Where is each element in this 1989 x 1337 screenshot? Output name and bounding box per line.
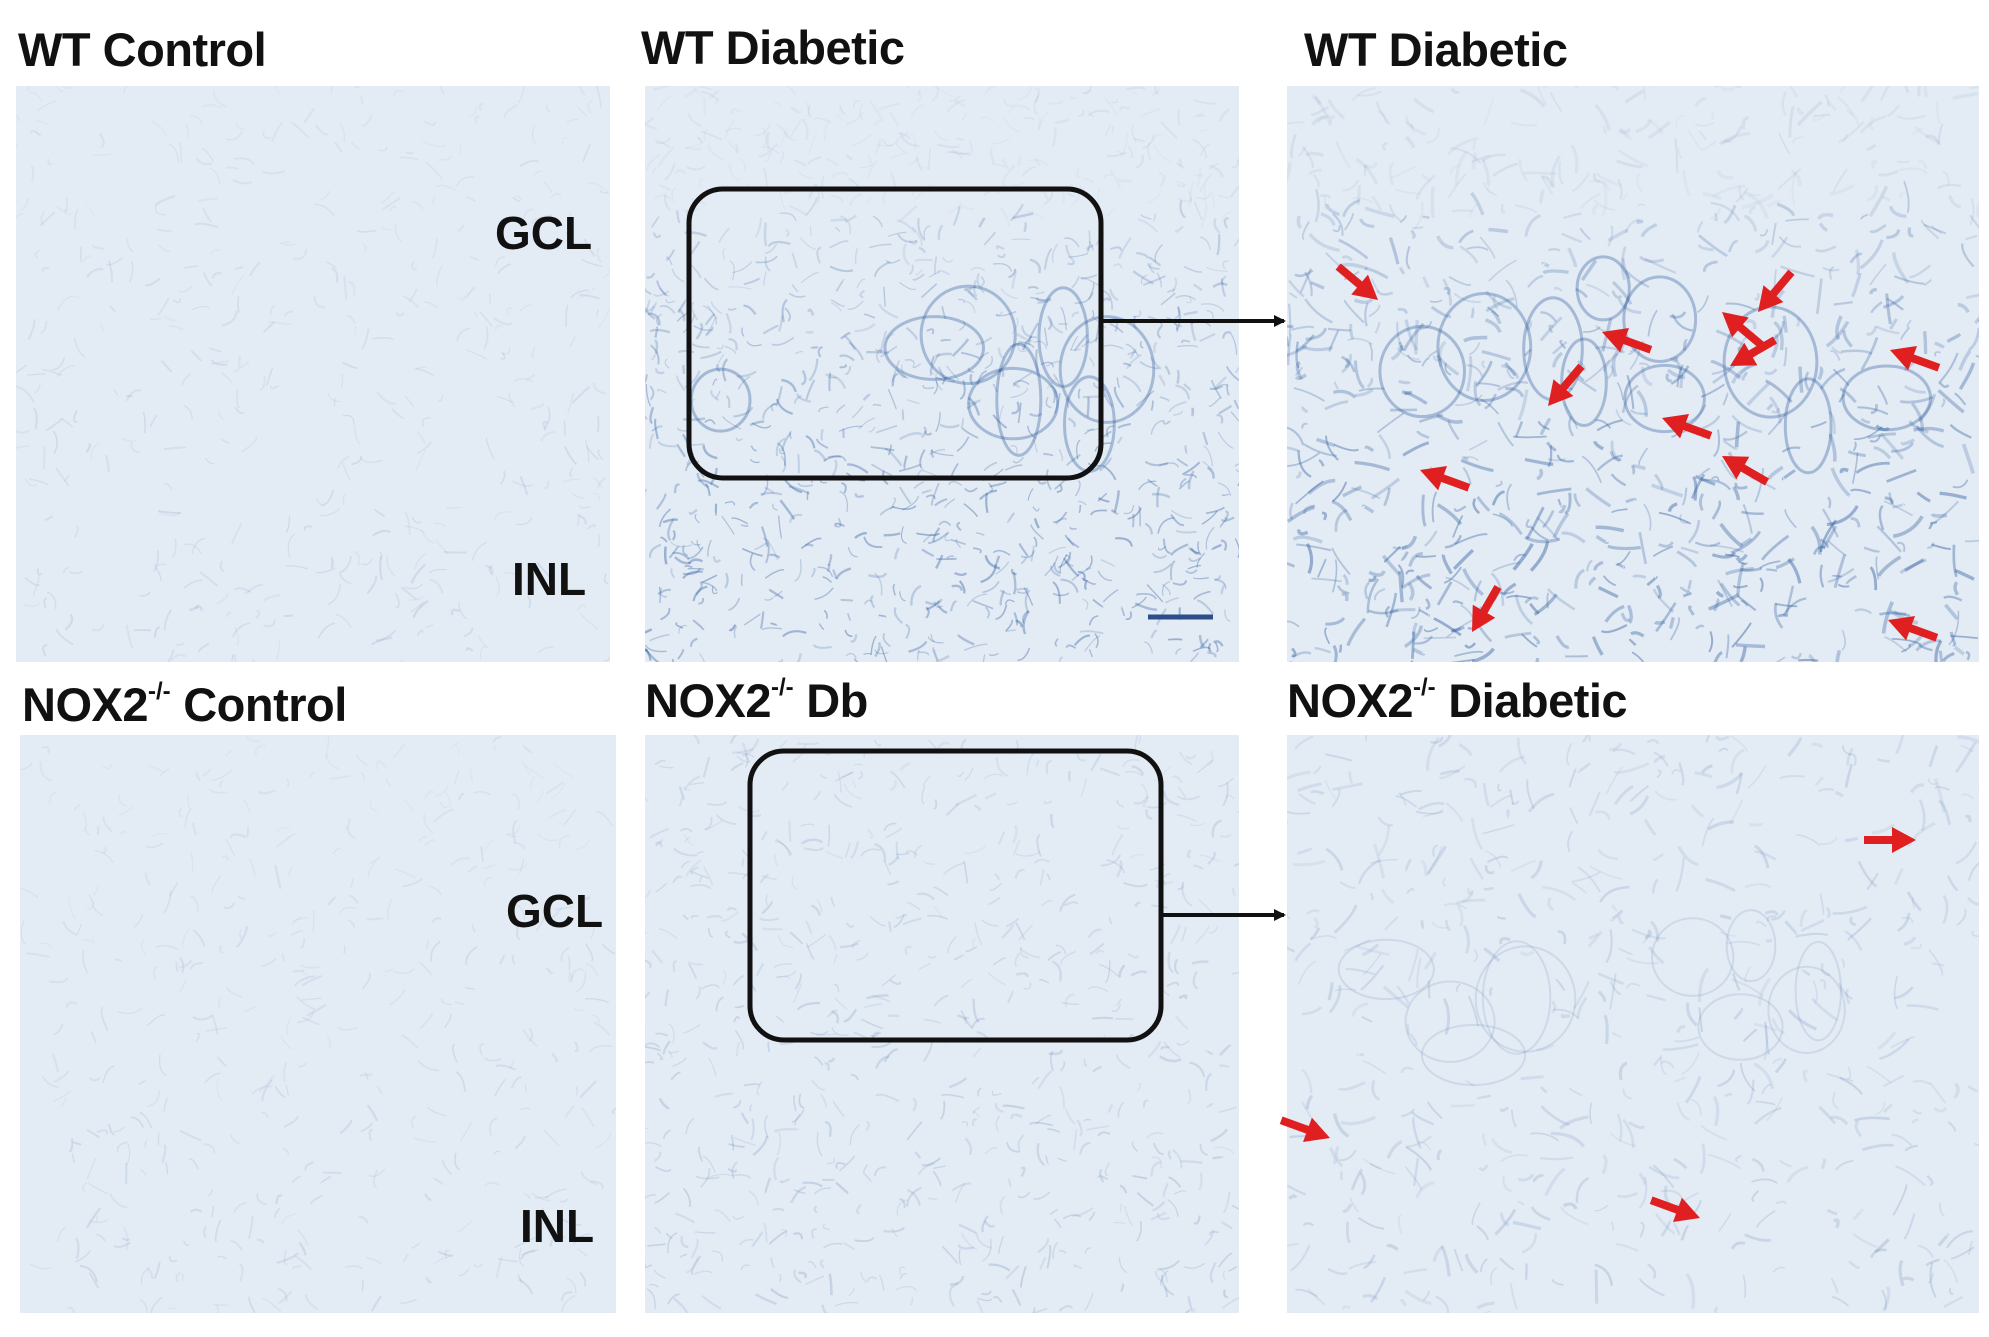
tissue-background	[20, 735, 616, 1313]
panel-title-nox2-db: NOX2-/- Db	[645, 674, 868, 727]
tissue-background	[645, 735, 1239, 1313]
panel-title-wt-control: WT Control	[18, 23, 267, 76]
tissue-background	[16, 86, 610, 662]
cell-outline	[1697, 993, 1784, 1061]
cell-outline	[1378, 324, 1466, 419]
cell-outline	[1474, 945, 1577, 1053]
micrograph-nox2-diabetic-zoom	[1287, 735, 1979, 1313]
micrograph-nox2-control	[20, 735, 616, 1313]
micrograph-wt-control	[16, 86, 610, 662]
cell-outline	[1436, 292, 1533, 402]
nox2-label: NOX2	[645, 674, 772, 727]
tissue-texture	[20, 735, 616, 1313]
condition-label: Control	[170, 678, 347, 731]
cell-outline	[1783, 377, 1833, 475]
micrograph-nox2-db	[645, 735, 1239, 1313]
cell-outline	[1622, 275, 1698, 363]
cell-outline	[1337, 938, 1435, 1001]
tissue-image	[16, 86, 610, 662]
tissue-background	[1287, 86, 1979, 662]
panel-title-wt-diabetic-zoom: WT Diabetic	[1304, 23, 1568, 76]
knockout-superscript: -/-	[771, 674, 794, 701]
tissue-image	[645, 735, 1239, 1313]
condition-label: Db	[793, 674, 868, 727]
tissue-texture	[16, 86, 610, 662]
layer-label-gcl: GCL	[495, 207, 593, 259]
panel-title-nox2-diabetic: NOX2-/- Diabetic	[1287, 674, 1628, 727]
knockout-superscript: -/-	[148, 678, 171, 705]
cell-outline	[1575, 255, 1631, 322]
cell-outline	[1767, 965, 1846, 1054]
nox2-label: NOX2	[22, 678, 149, 731]
layer-label-inl: INL	[512, 553, 587, 605]
micrograph-wt-diabetic	[645, 86, 1239, 662]
cell-outline	[1404, 980, 1496, 1063]
layer-label-gcl: GCL	[506, 885, 604, 937]
knockout-superscript: -/-	[1413, 674, 1436, 701]
tissue-texture	[1287, 735, 1979, 1313]
micrograph-wt-diabetic-zoom	[1287, 86, 1979, 662]
tissue-image	[20, 735, 616, 1313]
cell-outline	[1841, 364, 1932, 432]
tissue-image	[645, 86, 1239, 662]
panel-title-wt-diabetic: WT Diabetic	[641, 21, 905, 74]
nox2-label: NOX2	[1287, 674, 1414, 727]
tissue-image	[1287, 735, 1979, 1313]
layer-label-inl: INL	[520, 1200, 595, 1252]
cell-outline	[1794, 940, 1842, 1042]
condition-label: Diabetic	[1435, 674, 1628, 727]
cell-outline	[1420, 1024, 1527, 1086]
cell-outline	[1481, 940, 1552, 1055]
cell-outline	[1725, 909, 1777, 983]
tissue-image	[1287, 86, 1979, 662]
tissue-background	[1287, 735, 1979, 1313]
cell-outline	[1651, 917, 1735, 997]
panel-title-nox2-control: NOX2-/- Control	[22, 678, 347, 731]
